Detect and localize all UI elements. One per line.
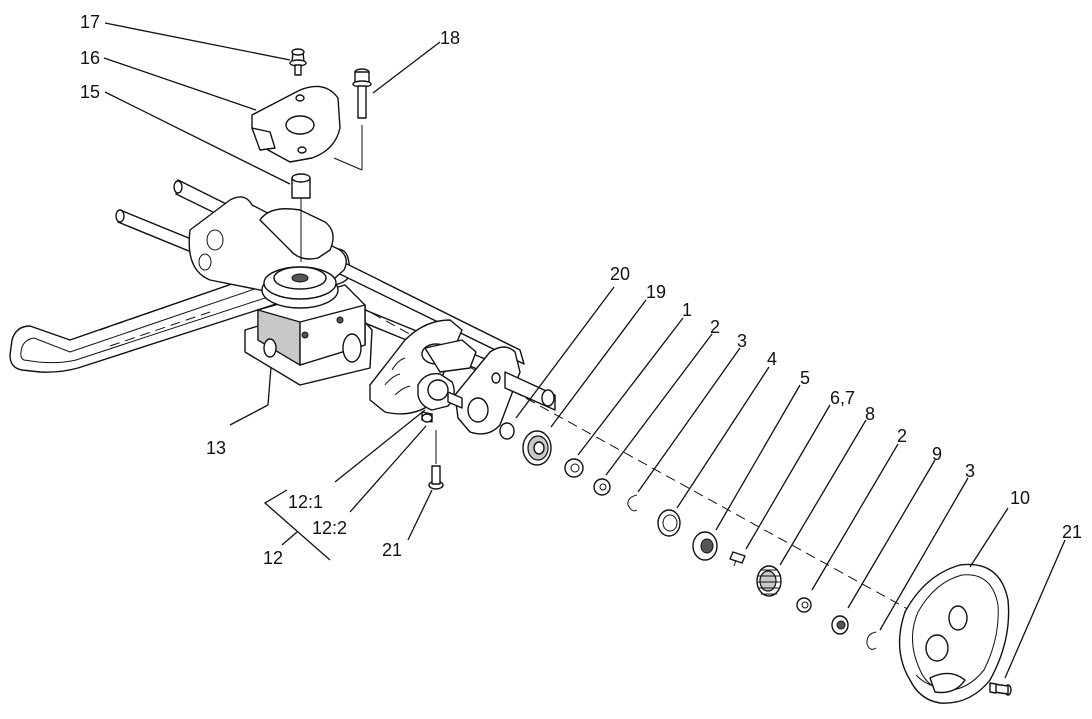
callout-2-lower: 2 [897,426,907,446]
callout-12: 12 [263,548,283,568]
callout-21-left: 21 [382,540,402,560]
washer-2a [593,478,611,496]
washer-1 [564,458,584,478]
wheel-cover-10 [898,563,1010,704]
shift-fork-assembly [417,373,463,423]
callout-10: 10 [1010,488,1030,508]
cover-plate [251,85,341,163]
washer-2b [796,597,812,613]
collar-5 [692,531,718,561]
axle-side-plate [454,346,556,435]
pinion-gear-8 [756,565,782,597]
callout-12-1: 12:1 [288,492,323,512]
ring-20 [499,422,515,440]
spacer-9 [831,615,849,635]
screw-right [989,682,1012,696]
callout-17: 17 [80,12,100,32]
callout-5: 5 [800,368,810,388]
callout-6-7: 6,7 [830,388,855,408]
callout-15: 15 [80,82,100,102]
callout-18: 18 [440,28,460,48]
callout-3-upper: 3 [737,331,747,351]
transmission-housing [244,266,373,386]
clip-3b [866,631,877,650]
callout-16: 16 [80,48,100,68]
flange-bolt-small [289,48,307,76]
key-6-7 [729,551,746,567]
callout-9: 9 [932,444,942,464]
screw-left [428,430,444,490]
long-bolt [333,68,372,171]
leader-lines [103,22,1066,679]
callout-12-2: 12:2 [312,518,347,538]
callout-labels: 17 18 16 15 20 19 1 2 3 4 5 6,7 8 2 9 3 … [80,12,1082,568]
spacer-tube [291,173,311,262]
callout-20: 20 [610,264,630,284]
callout-8: 8 [865,404,875,424]
callout-3-lower: 3 [965,461,975,481]
clip-3a [627,494,638,512]
shift-segment-plate [369,319,477,415]
ring-4 [657,509,681,537]
callout-1: 1 [682,300,692,320]
callout-19: 19 [646,282,666,302]
callout-2-upper: 2 [710,317,720,337]
callout-13: 13 [206,438,226,458]
bearing-19 [522,430,552,466]
callout-21-right: 21 [1062,522,1082,542]
callout-4: 4 [767,349,777,369]
